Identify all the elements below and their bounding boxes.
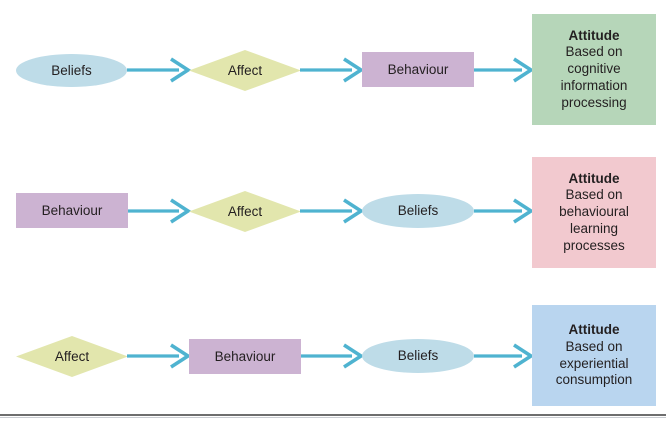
arrow-behaviour-to-affect-row2 [128,198,192,224]
node-affect-row2: Affect [189,191,301,232]
divider-line-dark [0,414,666,416]
attitude-outcome-cognitive: Attitude Based on cognitive information … [532,14,656,125]
flow-row-cognitive-hierarchy: Beliefs Affect Behaviour [0,0,666,140]
attitude-description: Based on behavioural learning processes [559,187,629,253]
node-beliefs-row1: Beliefs [16,54,127,87]
flow-row-low-involvement-hierarchy: Behaviour Affect Beliefs [0,143,666,283]
attitude-outcome-behavioural: Attitude Based on behavioural learning p… [532,157,656,268]
divider-line-light [0,416,666,418]
node-label: Beliefs [397,348,439,364]
node-label: Affect [227,63,263,78]
arrow-beliefs-to-affect-row1 [127,57,192,83]
node-label: Behaviour [214,348,276,364]
node-beliefs-row2: Beliefs [362,194,474,228]
arrow-behaviour-to-attitude-row1 [474,57,535,83]
node-label: Behaviour [387,61,449,77]
arrow-affect-to-behaviour-row1 [300,57,365,83]
node-label: Beliefs [51,62,92,78]
node-label: Affect [54,349,90,364]
node-behaviour-row2: Behaviour [16,193,128,228]
node-behaviour-row3: Behaviour [189,339,301,374]
node-label: Affect [227,204,263,219]
arrow-behaviour-to-beliefs-row3 [301,343,365,369]
flow-row-experiential-hierarchy: Affect Behaviour Beliefs [0,288,666,428]
arrow-beliefs-to-attitude-row3 [474,343,535,369]
attitude-description: Based on experiential consumption [555,338,633,388]
attitude-description: Based on cognitive information processin… [560,44,628,110]
arrow-affect-to-behaviour-row3 [127,343,192,369]
node-label: Behaviour [41,202,103,218]
attitude-outcome-experiential: Attitude Based on experiential consumpti… [532,305,656,406]
node-affect-row1: Affect [189,50,301,91]
attitude-title: Attitude [568,322,620,338]
arrow-beliefs-to-attitude-row2 [474,198,535,224]
node-label: Beliefs [397,203,439,219]
node-behaviour-row1: Behaviour [362,52,474,87]
attitude-title: Attitude [568,27,620,43]
bottom-divider [0,414,666,418]
arrow-affect-to-beliefs-row2 [300,198,365,224]
node-affect-row3: Affect [16,336,128,377]
attitude-title: Attitude [568,170,620,186]
node-beliefs-row3: Beliefs [362,339,474,373]
